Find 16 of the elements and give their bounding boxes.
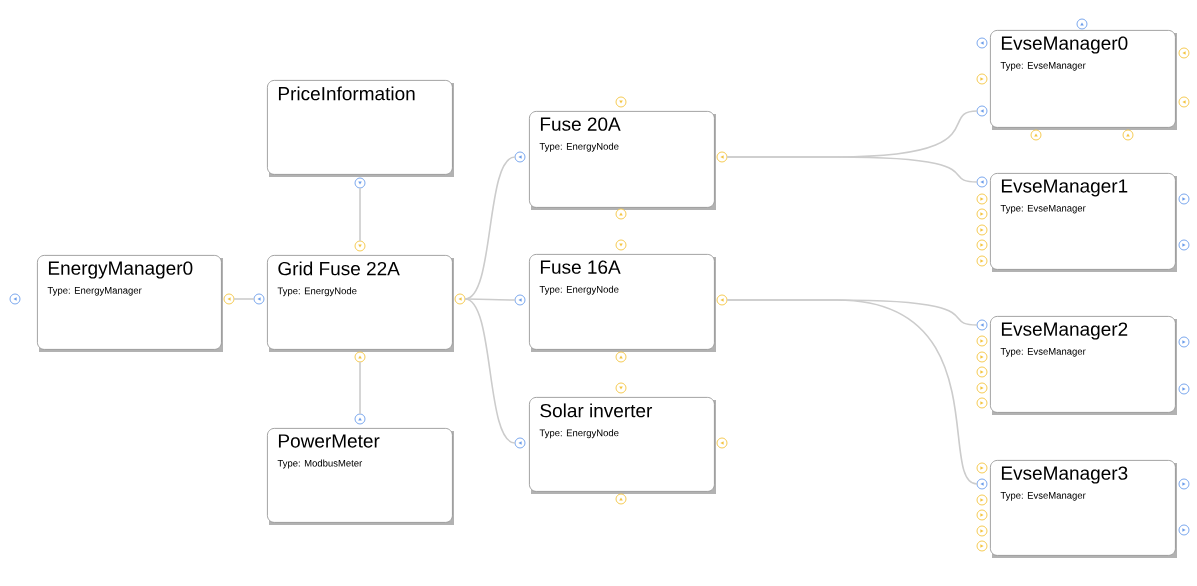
module-box: PriceInformation: [267, 80, 454, 189]
connector-line: [359, 187, 361, 242]
module-box: Fuse 16A Type: EnergyNode: [514, 239, 728, 363]
module-box: EvseManager1 Type: EvseManager: [976, 173, 1190, 272]
module-box: EnergyManager0 Type: EnergyManager: [9, 255, 235, 352]
connector-line: [464, 298, 516, 301]
connector-line: [233, 298, 255, 300]
module-box: EvseManager3 Type: EvseManager: [976, 460, 1190, 558]
connector-line: [359, 361, 361, 415]
connector-line: [726, 156, 978, 183]
module-box: Grid Fuse 22A Type: EnergyNode: [253, 240, 466, 363]
module-box: Solar inverter Type: EnergyNode: [514, 382, 728, 505]
module-box: PowerMeter Type: ModbusMeter: [267, 413, 454, 525]
module-box: EvseManager0 Type: EvseManager: [976, 18, 1190, 141]
module-box: EvseManager2 Type: EvseManager: [976, 316, 1190, 415]
module-box: Fuse 20A Type: EnergyNode: [514, 96, 728, 220]
